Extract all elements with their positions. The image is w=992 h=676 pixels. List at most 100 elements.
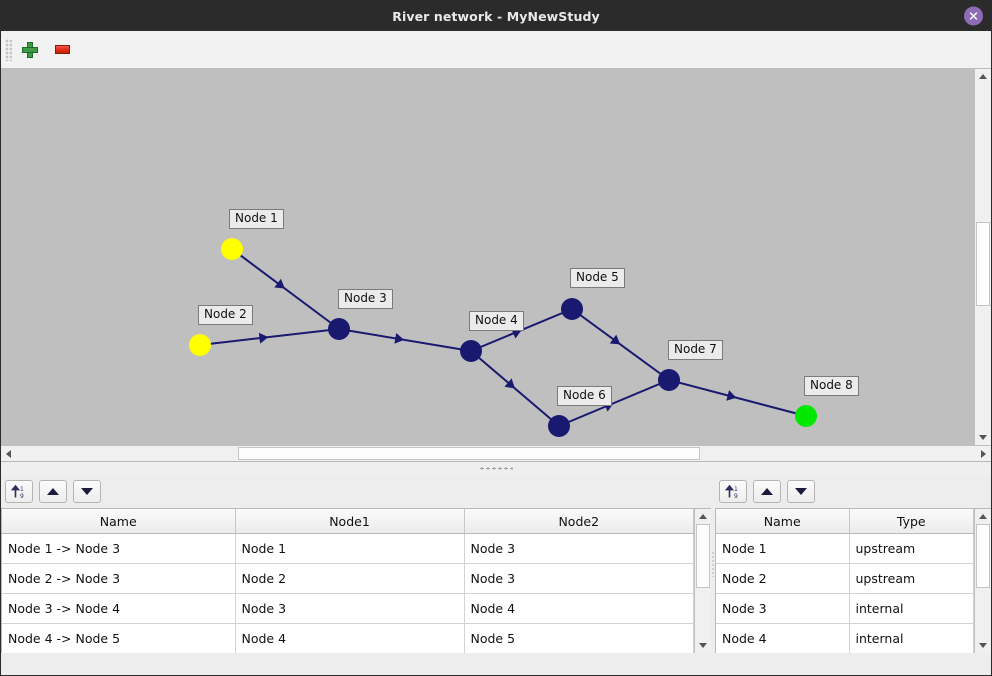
scroll-left-icon[interactable] (1, 446, 16, 461)
table-cell[interactable]: Node 3 (716, 593, 850, 624)
close-icon[interactable] (964, 6, 983, 26)
graph-nodes[interactable] (189, 238, 817, 437)
table-cell[interactable]: Node 3 -> Node 4 (2, 593, 236, 624)
scroll-up-icon[interactable] (975, 509, 990, 524)
table-cell[interactable]: Node 1 -> Node 3 (2, 533, 236, 564)
column-header[interactable]: Name (716, 509, 850, 534)
graph-horizontal-scrollbar[interactable] (1, 445, 991, 461)
graph-node[interactable] (328, 318, 350, 340)
branch-move-up-button[interactable] (39, 479, 67, 503)
scroll-down-icon[interactable] (975, 430, 990, 445)
table-cell[interactable]: Node 3 (464, 533, 694, 564)
graph-node[interactable] (460, 340, 482, 362)
scroll-up-icon[interactable] (975, 69, 990, 84)
edge-arrow-icon (274, 278, 285, 289)
graph-node-label[interactable]: Node 8 (804, 376, 859, 396)
graph-node-label[interactable]: Node 6 (557, 386, 612, 406)
scroll-down-icon[interactable] (695, 638, 710, 653)
graph-node-label[interactable]: Node 4 (469, 311, 524, 331)
graph-edge[interactable] (199, 328, 340, 346)
branch-table-scrollbar[interactable] (694, 509, 711, 653)
graph-hscroll-track[interactable] (16, 446, 976, 461)
table-cell[interactable]: internal (849, 593, 974, 624)
column-header[interactable]: Name (2, 509, 236, 534)
table-cell[interactable]: Node 4 (464, 593, 694, 624)
graph-node-label[interactable]: Node 3 (338, 289, 393, 309)
table-cell[interactable]: Node 5 (464, 623, 694, 653)
node-scroll-track[interactable] (975, 524, 991, 638)
table-cell[interactable]: Node 2 -> Node 3 (2, 563, 236, 594)
graph-vscroll-track[interactable] (975, 84, 991, 430)
graph-edge[interactable] (571, 308, 670, 381)
column-header[interactable]: Type (849, 509, 974, 534)
remove-node-button[interactable] (49, 37, 75, 63)
table-cell[interactable]: Node 4 (235, 623, 465, 653)
table-cell[interactable]: Node 4 (716, 623, 850, 653)
graph-node[interactable] (548, 415, 570, 437)
scroll-down-icon[interactable] (975, 638, 990, 653)
graph-node[interactable] (795, 405, 817, 427)
branch-scroll-thumb[interactable] (696, 524, 710, 588)
graph-edge[interactable] (668, 379, 807, 417)
graph-panel: Node 1 Node 2 Node 3 Node 4 Node 5 Node 6 Node… (1, 69, 991, 461)
add-node-button[interactable] (17, 37, 43, 63)
graph-hscroll-thumb[interactable] (238, 447, 700, 460)
horizontal-splitter[interactable] (1, 461, 991, 474)
graph-node[interactable] (189, 334, 211, 356)
edge-arrow-icon (504, 378, 515, 389)
graph-node[interactable] (221, 238, 243, 260)
splitter-grip (479, 466, 513, 470)
graph-edge[interactable] (558, 379, 670, 427)
table-cell[interactable]: Node 1 (716, 533, 850, 564)
branch-scroll-track[interactable] (695, 524, 711, 638)
table-cell[interactable]: Node 3 (235, 593, 465, 624)
graph-node[interactable] (561, 298, 583, 320)
vertical-splitter[interactable] (711, 474, 715, 653)
node-sort-button[interactable]: 1 9 (719, 479, 747, 503)
column-header[interactable]: Node1 (235, 509, 465, 534)
branch-sort-button[interactable]: 1 9 (5, 479, 33, 503)
table-cell[interactable]: internal (849, 623, 974, 653)
graph-vertical-scrollbar[interactable] (974, 69, 991, 445)
table-cell[interactable]: Node 1 (235, 533, 465, 564)
table-cell[interactable]: Node 2 (716, 563, 850, 594)
table-cell[interactable]: upstream (849, 563, 974, 594)
graph-node[interactable] (658, 369, 680, 391)
table-cell[interactable]: upstream (849, 533, 974, 564)
graph-edge[interactable] (470, 350, 560, 427)
table-cell[interactable]: Node 4 -> Node 5 (2, 623, 236, 653)
node-move-down-button[interactable] (787, 479, 815, 503)
scroll-right-icon[interactable] (976, 446, 991, 461)
network-graph-canvas[interactable]: Node 1 Node 2 Node 3 Node 4 Node 5 Node 6 Node… (1, 69, 974, 445)
graph-edge[interactable] (338, 328, 472, 352)
graph-node-label[interactable]: Node 5 (570, 268, 625, 288)
graph-node-label[interactable]: Node 2 (198, 305, 253, 325)
graph-vscroll-thumb[interactable] (976, 222, 990, 306)
table-cell[interactable]: Node 3 (464, 563, 694, 594)
scroll-up-icon[interactable] (695, 509, 710, 524)
node-move-up-button[interactable] (753, 479, 781, 503)
node-scroll-thumb[interactable] (976, 524, 990, 588)
branch-move-down-button[interactable] (73, 479, 101, 503)
graph-edge[interactable] (231, 248, 340, 330)
column-header[interactable]: Node2 (464, 509, 694, 534)
graph-node-label[interactable]: Node 1 (229, 209, 284, 229)
graph-node-label[interactable]: Node 7 (668, 340, 723, 360)
node-table-scrollbar[interactable] (974, 509, 991, 653)
table-cell[interactable]: Node 2 (235, 563, 465, 594)
toolbar-grip[interactable] (5, 38, 12, 61)
